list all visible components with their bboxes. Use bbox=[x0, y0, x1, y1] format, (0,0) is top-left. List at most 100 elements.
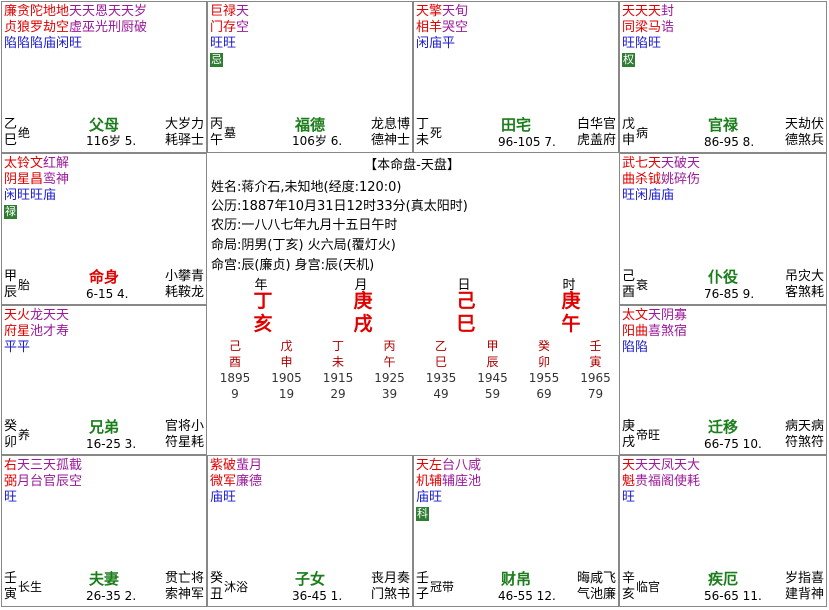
age-range: 86-95 8. bbox=[704, 135, 755, 149]
star-char: 辰 bbox=[56, 474, 70, 489]
star-list: 天擎天旬相羊哭空闲庙平 bbox=[416, 4, 468, 52]
star-char: 空 bbox=[236, 20, 250, 35]
star-char: 天 bbox=[648, 458, 662, 473]
palace-name: 官禄 bbox=[707, 116, 738, 134]
star-char: 诰 bbox=[661, 20, 675, 35]
star-char: 天 bbox=[648, 308, 662, 323]
growth-stage: 病 bbox=[636, 126, 649, 140]
star-char: 廉 bbox=[4, 4, 18, 19]
star-list: 右天三天孤截弼月台官辰空旺 bbox=[4, 458, 82, 506]
star-char: 天 bbox=[635, 458, 649, 473]
pillar-label: 年 bbox=[254, 278, 268, 293]
star-char: 陷 bbox=[4, 36, 18, 51]
name-line: 姓名:蒋介石,未知地(经度:120:0) bbox=[211, 180, 402, 195]
star-char: 庙 bbox=[43, 36, 57, 51]
star-char: 天 bbox=[416, 458, 430, 473]
star-char: 台 bbox=[30, 474, 44, 489]
pillar-ganzhi: 庚午 bbox=[561, 290, 581, 335]
star-char: 陷 bbox=[30, 36, 44, 51]
star-char: 空 bbox=[56, 20, 70, 35]
star-char: 太 bbox=[4, 156, 18, 171]
star-char: 曲 bbox=[622, 172, 636, 187]
god-list: 天劫伏德煞兵 bbox=[784, 117, 824, 148]
star-char: 才 bbox=[43, 324, 57, 339]
star-char: 喜 bbox=[648, 324, 662, 339]
god-list: 大岁力耗驿士 bbox=[164, 117, 204, 148]
star-char: 寡 bbox=[674, 308, 688, 323]
star-char: 旬 bbox=[455, 4, 469, 19]
star-char: 三 bbox=[30, 458, 44, 473]
star-char: 马 bbox=[648, 20, 662, 35]
star-char: 咸 bbox=[468, 458, 482, 473]
ganzhi: 癸丑 bbox=[210, 571, 224, 602]
star-char: 庙 bbox=[416, 490, 430, 505]
star-char: 厨 bbox=[121, 20, 135, 35]
palace-name: 父母 bbox=[88, 116, 119, 134]
star-char: 刑 bbox=[108, 20, 122, 35]
star-char: 天 bbox=[17, 458, 31, 473]
ganzhi: 丁未 bbox=[416, 117, 430, 148]
star-char: 武 bbox=[622, 156, 636, 171]
star-char: 辅 bbox=[429, 474, 443, 489]
sihua-badge: 科 bbox=[416, 507, 429, 521]
star-char: 孤 bbox=[56, 458, 70, 473]
star-list: 天火龙天天府星池才寿平平 bbox=[4, 308, 69, 356]
star-char: 空 bbox=[69, 474, 83, 489]
star-char: 天 bbox=[4, 308, 18, 323]
star-char: 紫 bbox=[210, 458, 224, 473]
star-char: 地 bbox=[43, 4, 57, 19]
age-range: 116岁 5. bbox=[86, 134, 137, 148]
star-char: 旺 bbox=[210, 36, 224, 51]
god-list: 丧月奏门煞书 bbox=[370, 571, 410, 602]
star-list: 天左台八咸机辅辅座池庙旺科 bbox=[416, 458, 481, 522]
ganzhi: 壬寅 bbox=[4, 571, 18, 602]
star-char: 星 bbox=[17, 324, 31, 339]
growth-stage: 绝 bbox=[18, 126, 31, 140]
star-char: 陷 bbox=[635, 340, 649, 355]
star-char: 平 bbox=[442, 36, 456, 51]
star-char: 闲 bbox=[635, 188, 649, 203]
ganzhi: 乙巳 bbox=[4, 117, 18, 148]
star-char: 八 bbox=[455, 458, 469, 473]
star-char: 七 bbox=[635, 156, 649, 171]
lunar-date-line: 农历:一八八七年九月十五日午时 bbox=[211, 218, 398, 233]
star-char: 光 bbox=[95, 20, 109, 35]
star-char: 神 bbox=[56, 172, 70, 187]
star-char: 罗 bbox=[30, 20, 44, 35]
growth-stage: 衰 bbox=[636, 278, 649, 292]
god-list: 吊灾大客煞耗 bbox=[784, 269, 824, 300]
ganzhi: 癸卯 bbox=[4, 419, 18, 450]
star-char: 贵 bbox=[635, 474, 649, 489]
star-char: 旺 bbox=[622, 188, 636, 203]
star-char: 天 bbox=[69, 4, 83, 19]
god-list: 贯亡将索神军 bbox=[164, 571, 204, 602]
star-char: 天 bbox=[622, 4, 636, 19]
star-char: 天 bbox=[108, 4, 122, 19]
star-char: 虚 bbox=[69, 20, 83, 35]
star-char: 天 bbox=[236, 4, 250, 19]
age-range: 76-85 9. bbox=[704, 287, 755, 301]
star-char: 红 bbox=[43, 156, 57, 171]
star-char: 解 bbox=[56, 156, 70, 171]
star-list: 紫破蜚月微军廉德庙旺 bbox=[210, 458, 262, 506]
age-range: 106岁 6. bbox=[292, 134, 343, 148]
star-list: 天天天凤天大魁贵福阁使耗旺 bbox=[622, 458, 700, 506]
star-char: 月 bbox=[17, 474, 31, 489]
palace-name: 子女 bbox=[294, 570, 325, 588]
star-char: 铃 bbox=[17, 156, 31, 171]
star-char: 庙 bbox=[210, 490, 224, 505]
